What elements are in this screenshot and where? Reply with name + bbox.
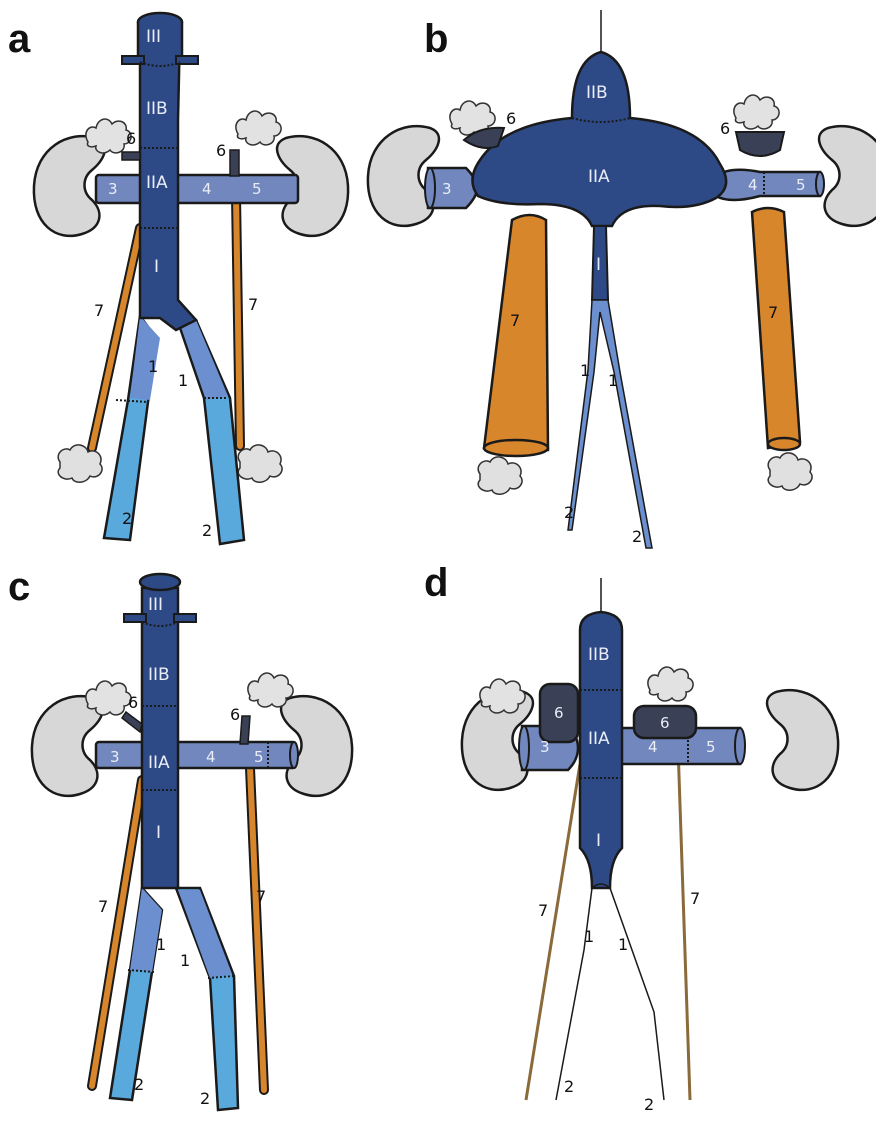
label-7-right: 7 — [256, 887, 266, 906]
right-adrenal-gland — [648, 667, 693, 701]
right-adrenal-gland — [248, 673, 293, 707]
label-2-left: 2 — [564, 503, 574, 522]
panel-letter-c: c — [8, 565, 30, 609]
label-6-right: 6 — [720, 119, 730, 138]
label-6-right: 6 — [660, 714, 670, 732]
segment-IIA-label: IIA — [588, 729, 610, 749]
label-2-left: 2 — [122, 509, 132, 528]
label-7-right: 7 — [768, 303, 778, 322]
left-iliac-vein — [556, 888, 592, 1100]
label-1-right: 1 — [618, 935, 628, 954]
label-7-right: 7 — [248, 295, 258, 314]
renal-veins — [96, 175, 298, 203]
right-adrenal-vein — [230, 150, 239, 176]
renal-veins — [96, 742, 296, 768]
left-adrenal-vein — [122, 152, 140, 160]
label-5: 5 — [254, 748, 264, 766]
label-1-right: 1 — [178, 371, 188, 390]
panel-letter-b: b — [424, 17, 448, 61]
label-6-left: 6 — [126, 129, 136, 148]
segment-I-label: I — [596, 255, 601, 275]
segment-I-label: I — [154, 257, 159, 277]
label-1-left: 1 — [580, 361, 590, 380]
left-kidney — [34, 136, 105, 236]
left-gonadal-vein — [526, 764, 580, 1100]
label-4: 4 — [202, 180, 212, 198]
label-4: 4 — [648, 738, 658, 756]
label-7-left: 7 — [94, 301, 104, 320]
label-1-right: 1 — [180, 951, 190, 970]
label-2-right: 2 — [202, 521, 212, 540]
label-6-right: 6 — [216, 141, 226, 160]
label-3: 3 — [540, 738, 550, 756]
right-adrenal-gland — [236, 111, 281, 145]
left-gonadal-vein — [484, 215, 548, 450]
label-2-left: 2 — [134, 1075, 144, 1094]
right-iliac-vein — [610, 888, 664, 1100]
inferior-vena-cava — [472, 52, 726, 226]
right-gonadal-vein — [678, 746, 690, 1100]
panel-letter-a: a — [8, 17, 31, 61]
segment-III-label: III — [146, 27, 161, 47]
left-adrenal-vein — [122, 712, 142, 732]
label-7-left: 7 — [98, 897, 108, 916]
label-1-left: 1 — [584, 927, 594, 946]
segment-IIB-label: IIB — [588, 645, 610, 665]
right-gonadal-vein — [236, 196, 240, 446]
label-5: 5 — [706, 738, 716, 756]
panel-c: c III I — [8, 565, 352, 1110]
panel-a: a — [8, 13, 348, 544]
label-7-left: 7 — [510, 311, 520, 330]
label-6-left: 6 — [506, 109, 516, 128]
label-5: 5 — [796, 176, 806, 194]
segment-IIA-label: IIA — [146, 173, 168, 193]
right-gonad — [238, 445, 282, 482]
label-3: 3 — [110, 748, 120, 766]
right-adrenal-vein — [736, 132, 784, 156]
panel-d: d IIB IIA I 3 4 5 6 — [424, 561, 838, 1114]
right-kidney — [819, 126, 876, 226]
right-adrenal-vein — [240, 716, 250, 744]
iliac-veins — [568, 300, 652, 548]
panel-b: b IIB IIA I 3 4 5 — [368, 10, 876, 548]
segment-IIB-label: IIB — [586, 83, 608, 103]
left-gonad — [478, 457, 522, 494]
segment-I-label: I — [596, 831, 601, 851]
segment-I-label: I — [156, 823, 161, 843]
label-2-left: 2 — [564, 1077, 574, 1096]
right-adrenal-gland — [734, 95, 779, 129]
segment-IIA-label: IIA — [148, 753, 170, 773]
label-2-right: 2 — [632, 527, 642, 546]
right-kidney — [767, 690, 838, 790]
label-6-left: 6 — [554, 704, 564, 722]
label-2-right: 2 — [200, 1089, 210, 1108]
segment-IIB-label: IIB — [148, 665, 170, 685]
left-kidney — [32, 696, 103, 796]
label-2-right: 2 — [644, 1095, 654, 1114]
label-5: 5 — [252, 180, 262, 198]
label-7-right: 7 — [690, 889, 700, 908]
label-6-right: 6 — [230, 705, 240, 724]
inferior-vena-cava — [142, 588, 178, 888]
segment-IIA-label: IIA — [588, 167, 610, 187]
segment-IIB-label: IIB — [146, 99, 168, 119]
label-6-left: 6 — [128, 693, 138, 712]
label-4: 4 — [748, 176, 758, 194]
right-gonadal-vein — [752, 208, 800, 448]
segment-III-label: III — [148, 595, 163, 615]
label-3: 3 — [108, 180, 118, 198]
label-1-left: 1 — [156, 935, 166, 954]
label-1-left: 1 — [148, 357, 158, 376]
label-3: 3 — [442, 180, 452, 198]
label-1-right: 1 — [608, 371, 618, 390]
label-4: 4 — [206, 748, 216, 766]
label-7-left: 7 — [538, 901, 548, 920]
panel-letter-d: d — [424, 561, 448, 605]
right-gonad — [768, 453, 812, 490]
